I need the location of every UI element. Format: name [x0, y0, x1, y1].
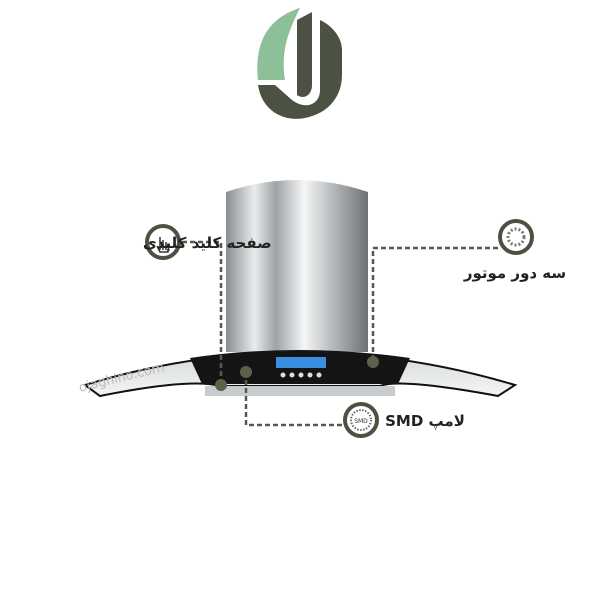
- fan-icon: [498, 219, 534, 255]
- filter-strip: [205, 386, 395, 396]
- callout-lines: [182, 240, 498, 427]
- hotspot-keypad[interactable]: [215, 379, 227, 391]
- hotspot-motor[interactable]: [367, 356, 379, 368]
- touch-hand-icon: [145, 224, 181, 260]
- feature-label-motor: سه دور موتور: [463, 264, 566, 282]
- brand-logo: [257, 8, 342, 119]
- lcd-display: [276, 357, 326, 368]
- hotspot-lamp[interactable]: [240, 366, 252, 378]
- smd-lamp-icon: SMD: [343, 402, 379, 438]
- feature-label-lamp: لامپ SMD: [385, 412, 465, 430]
- panel-buttons: [280, 372, 322, 378]
- feature-label-keypad: صفحه کلید کلیدی: [143, 234, 272, 252]
- hood-chimney: [226, 180, 368, 352]
- svg-text:SMD: SMD: [354, 418, 368, 425]
